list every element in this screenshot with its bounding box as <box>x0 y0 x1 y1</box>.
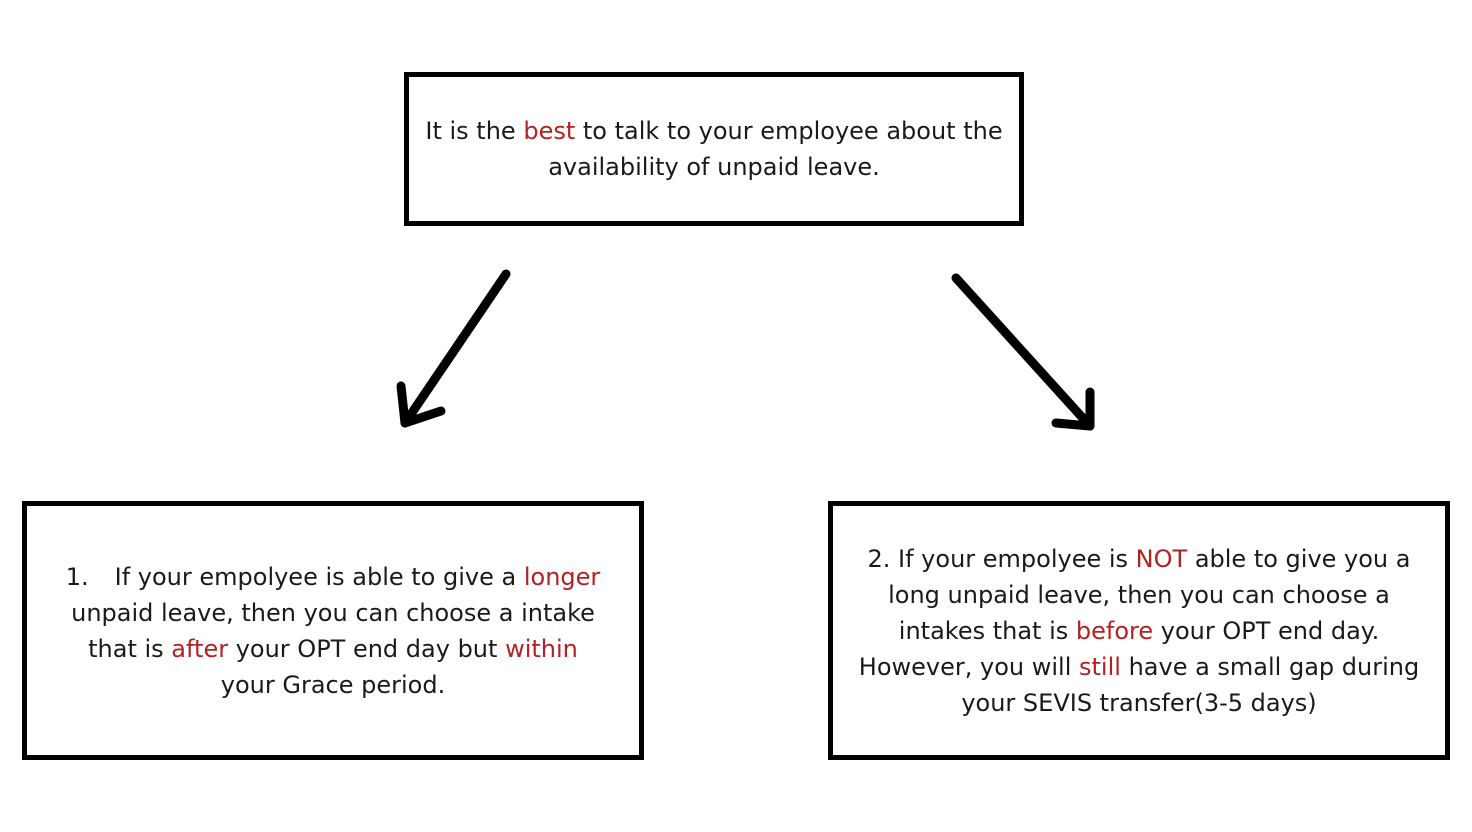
arrow-right <box>951 273 1095 431</box>
left-box-highlight-longer: longer <box>523 562 601 591</box>
top-box: It is the best to talk to your employee … <box>404 72 1024 226</box>
top-box-text-pre: It is the <box>425 117 524 145</box>
right-box-line4-pre: However, you will <box>858 652 1080 681</box>
top-box-highlight-best: best <box>523 117 576 145</box>
top-box-text: It is the best to talk to your employee … <box>425 113 1002 185</box>
left-box-line2: unpaid leave, then you can choose a inta… <box>71 598 595 627</box>
left-box-line3-pre: that is <box>88 634 172 663</box>
right-box-line4-post: have a small gap during <box>1120 652 1420 681</box>
right-box-line1-pre: 2. If your empolyee is <box>867 544 1136 573</box>
left-box-text: 1. If your empolyee is able to give a lon… <box>66 559 601 703</box>
right-box: 2. If your empolyee is NOT able to give … <box>828 501 1450 760</box>
right-box-line5: your SEVIS transfer(3-5 days) <box>961 688 1317 717</box>
left-box-highlight-after: after <box>171 634 229 663</box>
right-box-highlight-still: still <box>1079 652 1121 681</box>
right-box-text: 2. If your empolyee is NOT able to give … <box>859 541 1419 721</box>
left-box: 1. If your empolyee is able to give a lon… <box>22 501 644 760</box>
right-box-highlight-before: before <box>1075 616 1154 645</box>
right-box-line1-post: able to give you a <box>1187 544 1411 573</box>
right-box-line3-pre: intakes that is <box>898 616 1076 645</box>
right-box-line3-post: your OPT end day. <box>1153 616 1380 645</box>
left-box-line1: If your empolyee is able to give a <box>114 562 524 591</box>
top-box-text-line1-end: to talk to your employee about the <box>575 117 1003 145</box>
left-box-highlight-within: within <box>505 634 578 663</box>
right-box-highlight-not: NOT <box>1135 544 1188 573</box>
left-box-line3-mid: your OPT end day but <box>228 634 506 663</box>
arrow-left <box>396 269 511 428</box>
left-box-line4: your Grace period. <box>220 670 446 699</box>
top-box-text-line2: availability of unpaid leave. <box>548 153 880 181</box>
right-box-line2: long unpaid leave, then you can choose a <box>888 580 1390 609</box>
left-box-number: 1. <box>65 562 89 591</box>
